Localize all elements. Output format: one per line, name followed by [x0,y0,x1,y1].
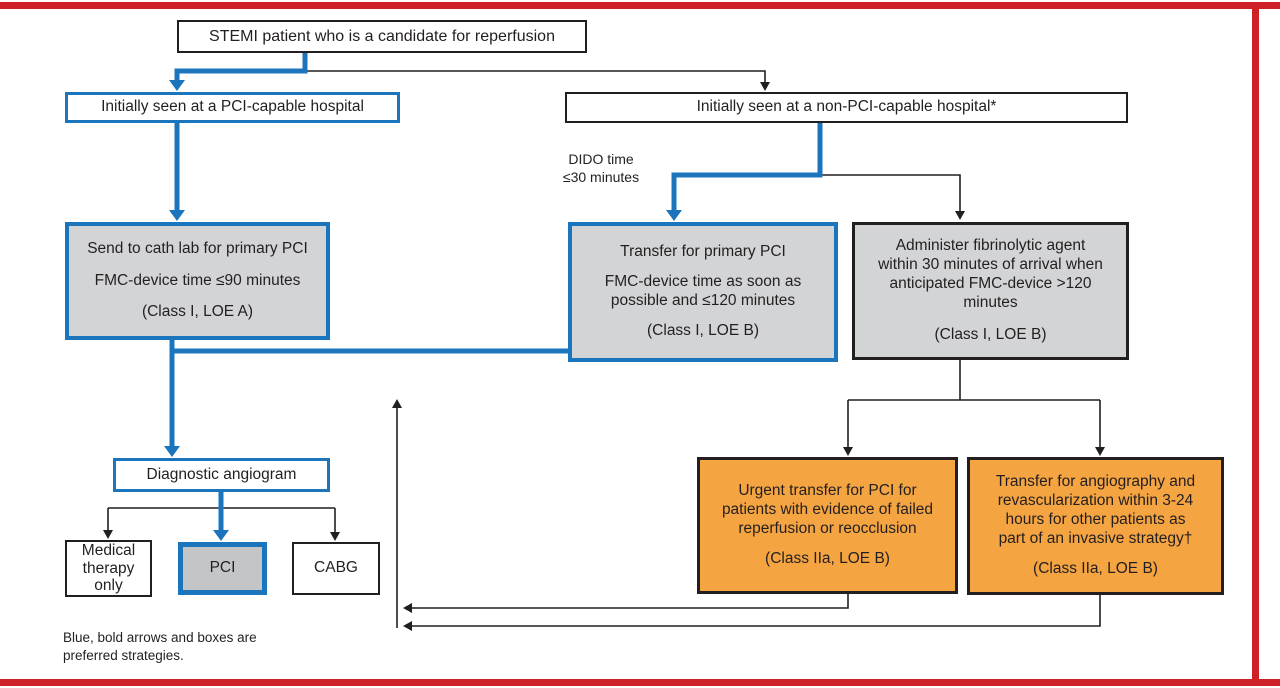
node-medical-therapy-only: Medical therapy only [65,540,152,597]
node-pci-capable-hospital: Initially seen at a PCI-capable hospital [65,92,400,123]
urgent-transfer-line1: Urgent transfer for PCI for [738,481,917,499]
footnote-line1: Blue, bold arrows and boxes are [63,630,257,645]
angio-transfer-line3: hours for other patients as [1005,511,1186,529]
transfer-line1: Transfer for primary PCI [620,243,786,261]
transfer-line2: FMC-device time as soon as possible and … [605,273,801,311]
label-dido-time: DIDO time ≤30 minutes [548,151,654,186]
fibrinolytic-line3: anticipated FMC-device >120 [889,275,1092,293]
transfer-loe: (Class I, LOE B) [647,321,759,339]
dido-line2: ≤30 minutes [562,168,640,185]
cath-lab-loe: (Class I, LOE A) [141,303,254,321]
angio-transfer-loe: (Class IIa, LOE B) [1033,559,1158,577]
fibrinolytic-text: Administer fibrinolytic agent within 30 … [878,237,1103,313]
cath-lab-line1: Send to cath lab for primary PCI [87,239,308,257]
node-send-cath-lab: Send to cath lab for primary PCI FMC-dev… [65,222,330,340]
node-urgent-transfer-pci: Urgent transfer for PCI for patients wit… [697,457,958,594]
medical-line3: only [94,577,123,595]
fibrinolytic-line2: within 30 minutes of arrival when [878,256,1103,274]
fibrinolytic-loe: (Class I, LOE B) [934,325,1047,343]
transfer-line2b: possible and ≤120 minutes [610,292,796,309]
edge-return-urgent [403,594,849,613]
angio-transfer-text: Transfer for angiography and revasculari… [996,473,1195,549]
angio-transfer-line1: Transfer for angiography and [995,473,1196,491]
node-non-pci-capable-hospital: Initially seen at a non-PCI-capable hosp… [565,92,1128,123]
edge-nonpci-to-transfer [666,123,823,221]
node-stemi-patient: STEMI patient who is a candidate for rep… [177,20,587,53]
node-transfer-angiography: Transfer for angiography and revasculari… [967,457,1224,595]
node-pci-capable-hospital-text: Initially seen at a PCI-capable hospital [101,98,364,116]
fibrinolytic-line4: minutes [963,293,1018,311]
dido-line1: DIDO time [568,151,634,167]
edge-stemi-to-nonpci [305,70,770,91]
angio-transfer-line4: part of an invasive strategy† [998,529,1193,547]
node-pci: PCI [178,542,267,595]
fibrinolytic-line1: Administer fibrinolytic agent [895,237,1086,255]
urgent-transfer-text: Urgent transfer for PCI for patients wit… [722,482,933,539]
cabg-text: CABG [314,559,358,577]
urgent-transfer-line2: patients with evidence of failed [721,500,934,518]
frame-bottom-rule [0,679,1280,686]
edge-return-angio [403,595,1101,631]
cath-lab-line2: FMC-device time ≤90 minutes [94,271,301,289]
medical-line2: therapy [82,559,135,577]
angio-transfer-line2: revascularization within 3-24 [997,492,1194,510]
frame-top-rule [0,2,1280,9]
medical-line1: Medical [81,542,136,560]
diagnostic-angiogram-text: Diagnostic angiogram [146,465,297,483]
footnote-line2: preferred strategies. [63,647,184,663]
node-administer-fibrinolytic: Administer fibrinolytic agent within 30 … [852,222,1129,360]
edge-nonpci-to-fibrinolytic [820,174,965,220]
node-diagnostic-angiogram: Diagnostic angiogram [113,458,330,492]
node-cabg: CABG [292,542,380,595]
node-non-pci-capable-hospital-text: Initially seen at a non-PCI-capable hosp… [696,98,997,116]
edge-stemi-to-pcicapable [169,52,308,91]
node-stemi-patient-text: STEMI patient who is a candidate for rep… [209,27,555,45]
urgent-transfer-loe: (Class IIa, LOE B) [765,550,890,568]
pci-text: PCI [209,559,236,577]
footnote-preferred-strategies: Blue, bold arrows and boxes are preferre… [63,629,323,664]
transfer-line2a: FMC-device time as soon as [604,273,802,291]
urgent-transfer-line3: reperfusion or reocclusion [738,519,917,537]
frame-right-rule [1252,2,1259,686]
node-transfer-primary-pci: Transfer for primary PCI FMC-device time… [568,222,838,362]
